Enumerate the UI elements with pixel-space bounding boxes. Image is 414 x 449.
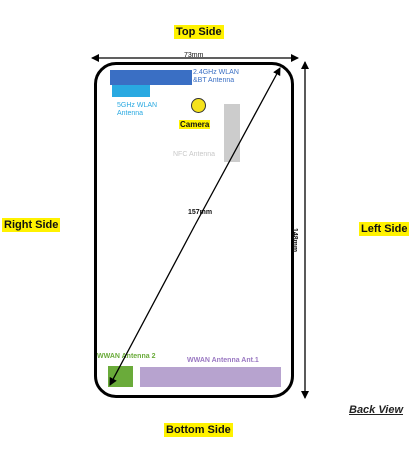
phone-outline <box>94 62 294 398</box>
diagonal-dimension-label: 157mm <box>188 209 213 216</box>
nfc-antenna-block <box>224 104 240 162</box>
wwan-antenna-2-label: WWAN Antenna 2 <box>97 353 156 360</box>
wlan-5ghz-antenna-block <box>112 85 150 97</box>
wlan-24ghz-label: 2.4GHz WLAN &BT Antenna <box>193 69 239 84</box>
bottom-side-label: Bottom Side <box>164 423 233 437</box>
wwan-antenna-1-block <box>140 367 281 387</box>
diagonal-arrow-down <box>109 224 196 386</box>
nfc-label: NFC Antenna <box>173 151 216 158</box>
top-side-label: Top Side <box>174 25 224 39</box>
wlan-24ghz-antenna-block <box>110 70 192 85</box>
back-view-label: Back View <box>349 404 404 416</box>
diagonal-arrow-up <box>194 67 281 226</box>
right-side-label: Right Side <box>2 218 61 232</box>
wlan-5ghz-label: 5GHz WLAN Antenna <box>117 102 158 117</box>
left-side-label: Left Side <box>359 222 410 236</box>
camera-circle <box>191 98 206 113</box>
width-dimension-label: 73mm <box>184 52 204 59</box>
camera-label: Camera <box>179 120 211 129</box>
wwan-antenna-1-label: WWAN Antenna Ant.1 <box>187 357 259 364</box>
